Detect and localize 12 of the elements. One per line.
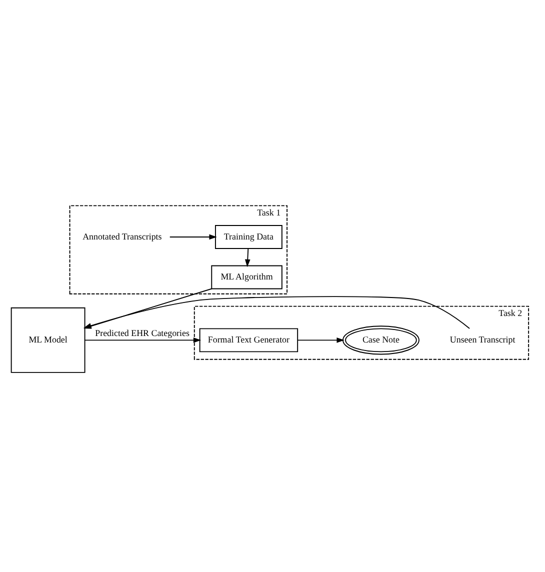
node-box: Training Data — [215, 224, 282, 248]
arrow — [297, 336, 344, 342]
node-box: ML Model — [10, 306, 86, 372]
node-box: Formal Text Generator — [199, 328, 298, 352]
node-text: Unseen Transcript — [450, 334, 516, 344]
arrow — [169, 234, 217, 240]
node-ellipse: Case Note — [342, 325, 420, 354]
node-box: ML Algorithm — [211, 264, 282, 289]
arrow — [84, 336, 202, 342]
edge-label: Predicted EHR Categories — [95, 327, 190, 338]
node-text: Annotated Transcripts — [82, 230, 162, 241]
arrow — [244, 248, 250, 267]
